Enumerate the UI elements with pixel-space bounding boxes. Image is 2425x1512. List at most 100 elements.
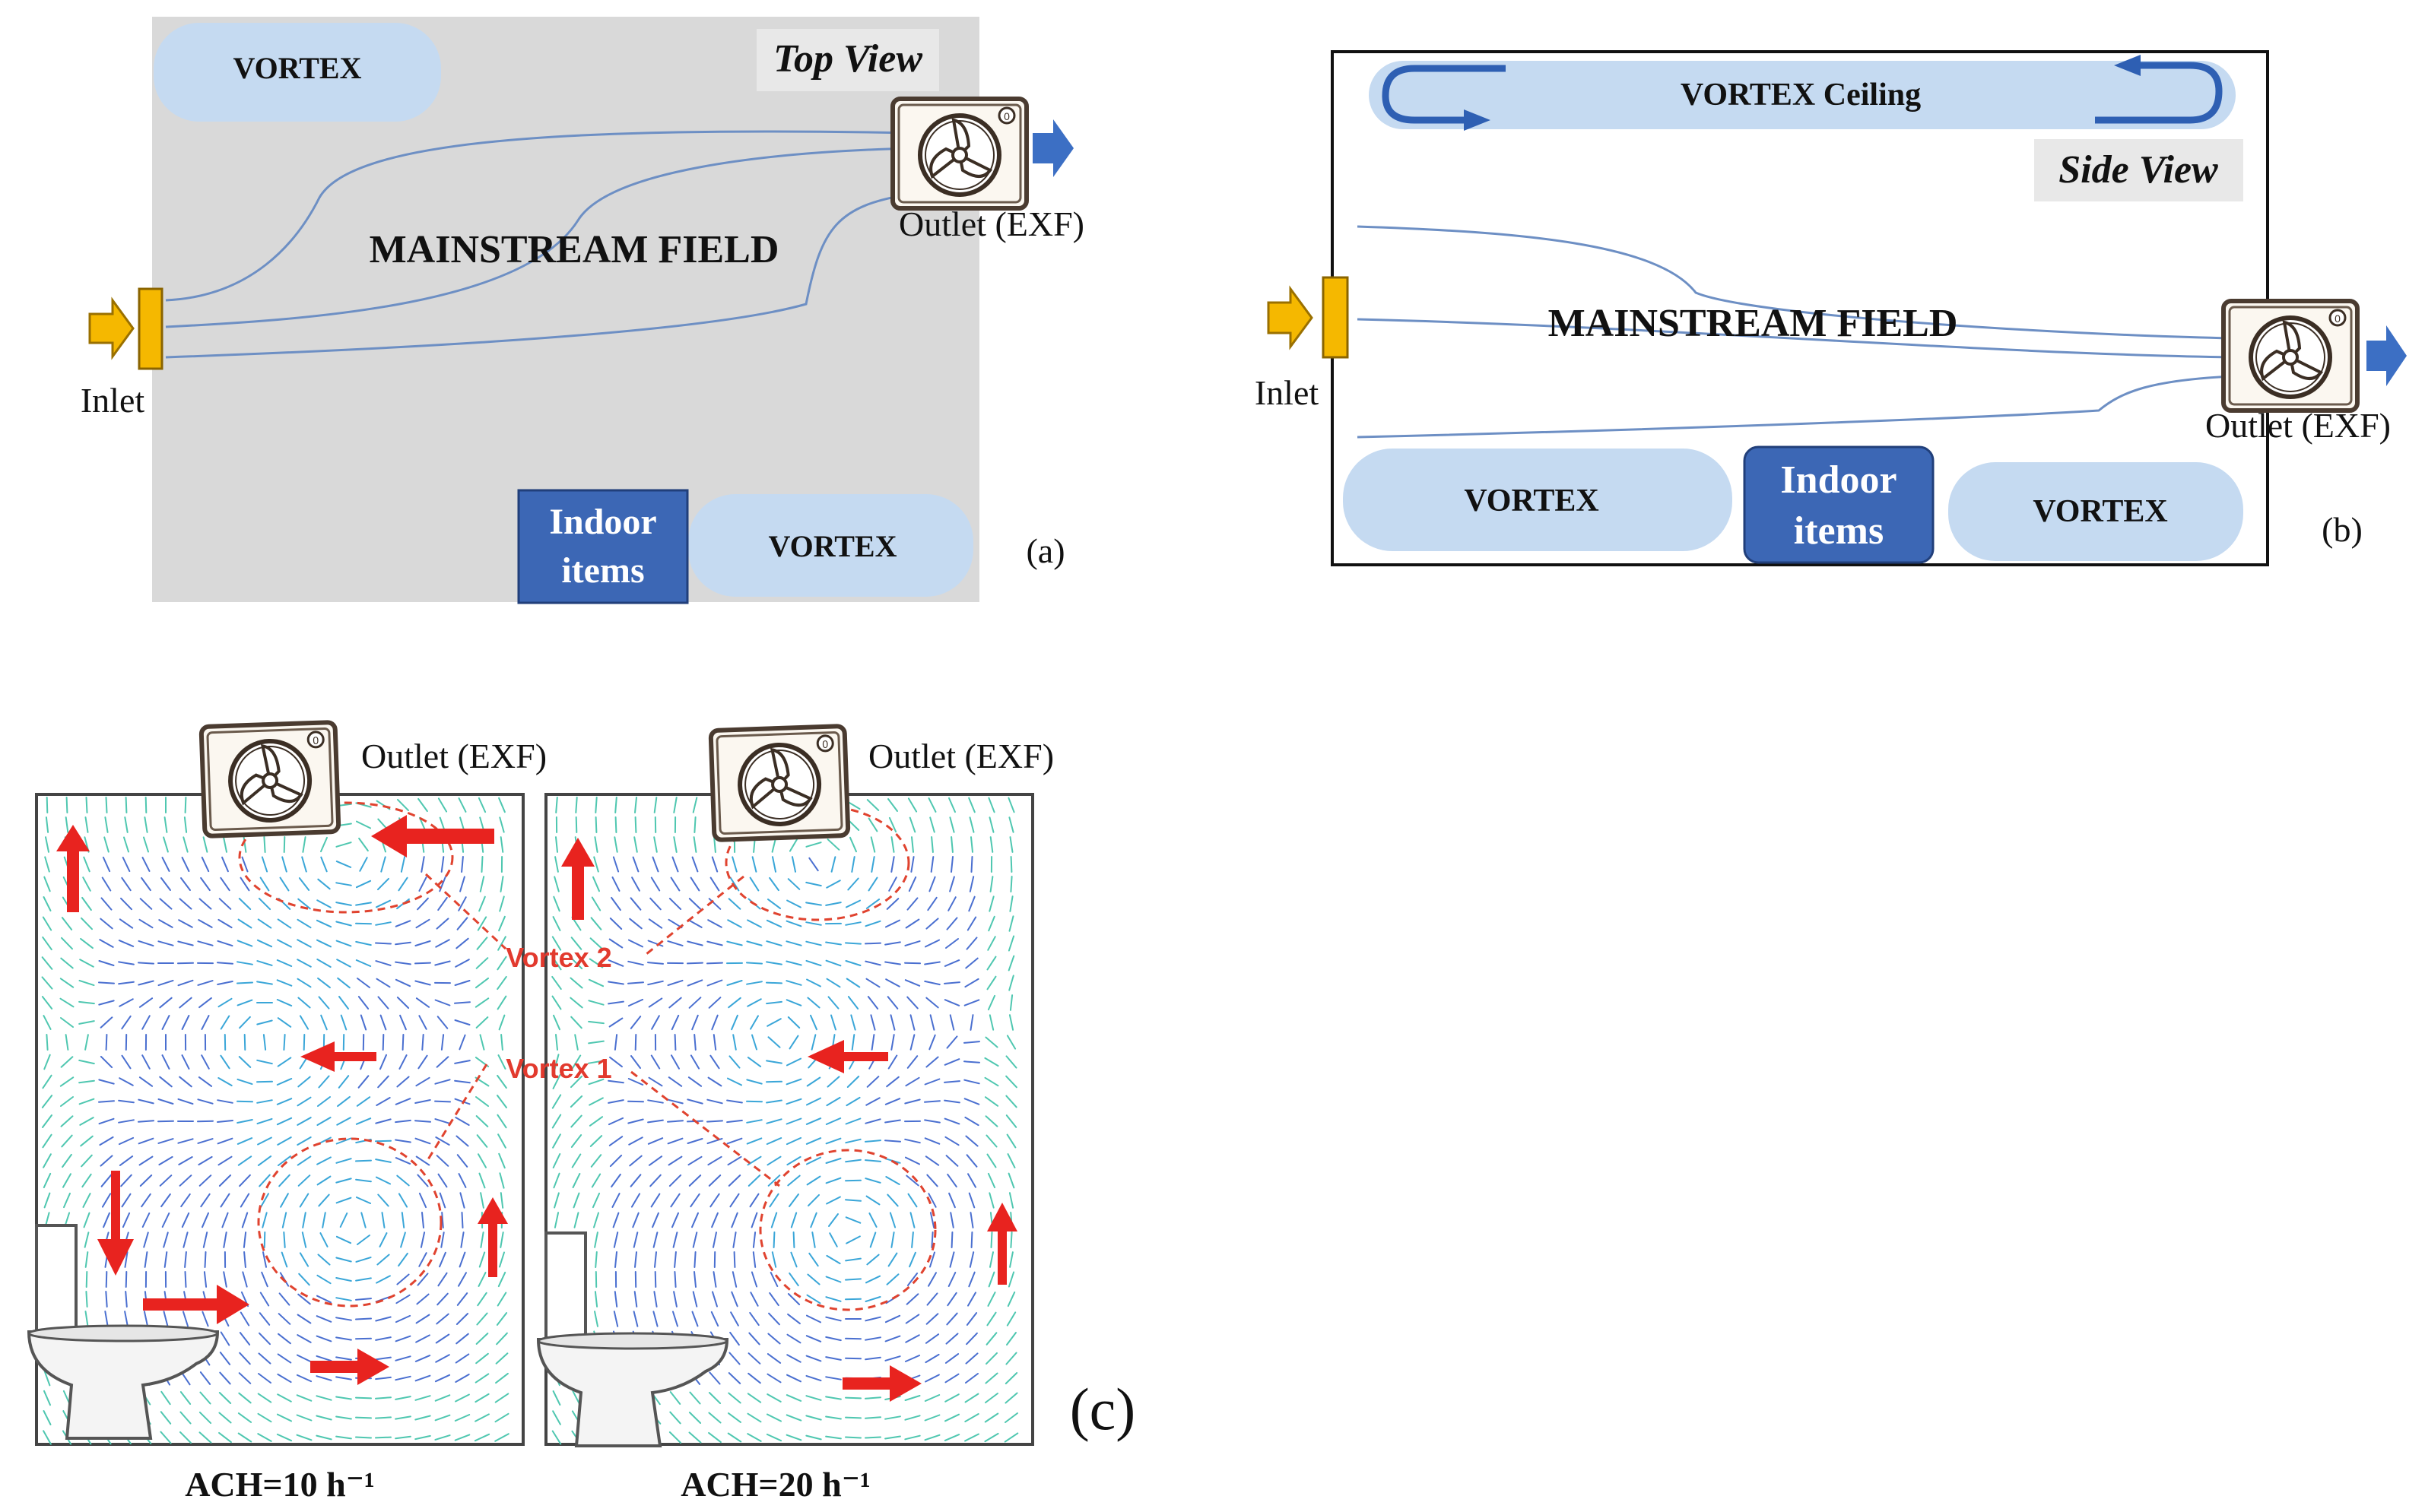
velocity-vector <box>594 1291 598 1308</box>
velocity-vector <box>297 1136 312 1146</box>
velocity-vector <box>105 797 108 813</box>
velocity-vector <box>905 1076 920 1087</box>
velocity-vector <box>845 960 862 966</box>
velocity-vector <box>414 1355 431 1362</box>
velocity-vector <box>121 1015 132 1030</box>
velocity-vector <box>242 1271 248 1288</box>
velocity-vector <box>904 1355 921 1362</box>
velocity-vector <box>969 1251 975 1268</box>
velocity-vector <box>827 1076 840 1088</box>
velocity-vector <box>316 1395 332 1401</box>
velocity-vector <box>614 836 618 853</box>
velocity-vector <box>806 1076 821 1087</box>
velocity-vector <box>634 1251 637 1268</box>
velocity-vector <box>627 960 644 966</box>
velocity-vector <box>43 1410 52 1425</box>
velocity-vector <box>789 837 799 852</box>
velocity-vector <box>929 816 935 833</box>
velocity-vector <box>965 1352 979 1365</box>
velocity-vector <box>766 919 782 928</box>
indoor-items-line2: items <box>1794 509 1884 553</box>
velocity-vector <box>728 1055 741 1069</box>
velocity-vector <box>379 1232 388 1247</box>
velocity-vector <box>627 998 644 1007</box>
inlet-label: Inlet <box>1255 373 1319 412</box>
velocity-vector <box>418 1252 427 1267</box>
velocity-vector <box>928 1193 937 1208</box>
velocity-vector <box>160 1390 171 1406</box>
velocity-vector <box>865 1097 881 1106</box>
velocity-vector <box>986 956 997 971</box>
velocity-vector <box>78 1020 95 1025</box>
velocity-vector <box>397 798 409 812</box>
velocity-vector <box>236 1137 253 1145</box>
velocity-vector <box>752 1231 757 1248</box>
vortex-bottom-label: VORTEX <box>769 529 897 563</box>
velocity-vector <box>476 1312 488 1326</box>
velocity-vector <box>688 898 702 910</box>
vortex-bottom-zone <box>688 494 973 597</box>
velocity-vector <box>709 1371 721 1385</box>
velocity-vector <box>335 921 352 927</box>
velocity-vector <box>437 1173 448 1188</box>
velocity-vector <box>414 1415 431 1421</box>
velocity-vector <box>375 1316 392 1322</box>
velocity-vector <box>316 939 332 948</box>
velocity-vector <box>886 1076 900 1088</box>
velocity-vector <box>302 836 306 853</box>
velocity-vector <box>259 1312 271 1326</box>
velocity-vector <box>382 1034 385 1051</box>
vortex-top-zone <box>154 23 441 122</box>
velocity-vector <box>805 1434 822 1441</box>
velocity-vector <box>726 980 743 986</box>
velocity-vector <box>296 1394 313 1402</box>
velocity-vector <box>454 1414 471 1422</box>
velocity-vector <box>201 1015 210 1030</box>
velocity-vector <box>459 1192 465 1209</box>
velocity-vector <box>766 1000 782 1005</box>
velocity-vector <box>118 1136 135 1146</box>
velocity-vector <box>944 1413 960 1422</box>
velocity-vector <box>711 856 719 873</box>
velocity-vector <box>417 1054 428 1070</box>
velocity-vector <box>884 1140 901 1143</box>
velocity-vector <box>825 1336 842 1342</box>
velocity-vector <box>379 1054 387 1070</box>
velocity-vector <box>886 898 900 910</box>
velocity-vector <box>690 1193 700 1208</box>
velocity-vector <box>277 1136 292 1146</box>
velocity-vector <box>591 896 601 911</box>
velocity-vector <box>969 876 975 892</box>
velocity-vector <box>59 997 75 1008</box>
velocity-vector <box>673 797 678 813</box>
velocity-vector <box>805 1395 822 1401</box>
velocity-vector <box>865 1416 881 1419</box>
velocity-vector <box>237 918 252 929</box>
velocity-vector <box>887 1193 899 1207</box>
streamlines <box>1357 225 2233 439</box>
velocity-vector <box>707 1155 722 1166</box>
velocity-vector <box>609 1154 623 1168</box>
velocity-vector <box>595 797 598 813</box>
velocity-vector <box>478 895 486 912</box>
velocity-vector <box>42 936 52 951</box>
velocity-vector <box>398 1252 408 1267</box>
velocity-vector <box>277 1057 292 1067</box>
velocity-vector <box>984 1076 999 1087</box>
velocity-vector <box>687 1098 703 1105</box>
velocity-vector <box>708 1431 722 1444</box>
velocity-vector <box>494 1412 509 1423</box>
velocity-vector <box>967 916 977 931</box>
velocity-vector <box>335 1356 352 1361</box>
velocity-vector <box>499 816 505 833</box>
velocity-vector <box>789 1193 799 1207</box>
velocity-vector <box>687 1076 703 1087</box>
velocity-vector <box>786 1434 802 1441</box>
velocity-vector <box>570 1134 582 1148</box>
velocity-vector <box>964 1393 979 1403</box>
velocity-vector <box>320 856 328 873</box>
velocity-vector <box>850 1014 856 1031</box>
velocity-vector <box>554 856 559 873</box>
velocity-vector <box>630 1055 641 1069</box>
velocity-vector <box>668 1155 683 1166</box>
